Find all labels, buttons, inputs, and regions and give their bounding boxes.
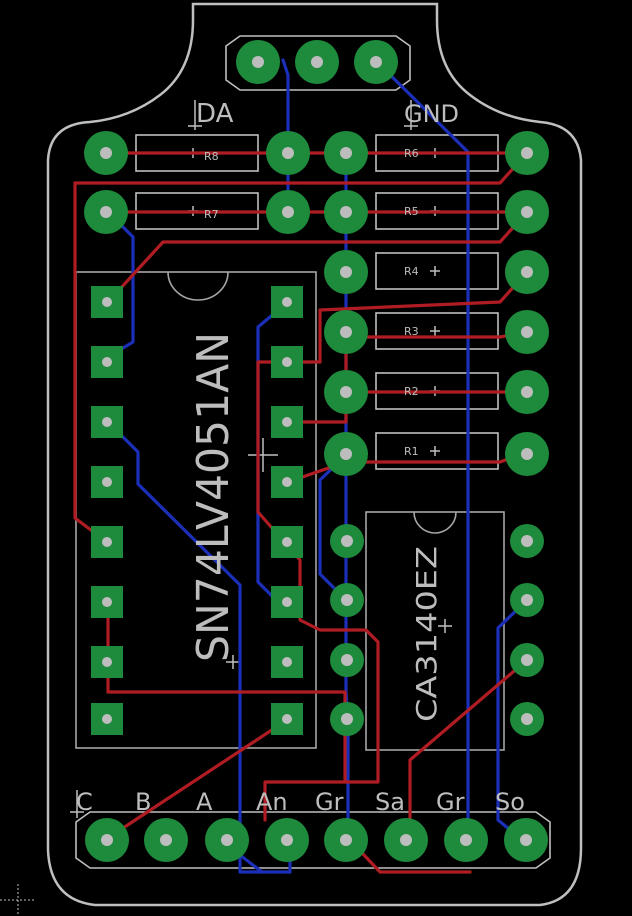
resistor-label-r5: R5 [404, 205, 419, 218]
chip-u2-notch [413, 511, 457, 534]
resistor-label-r7: R7 [204, 208, 219, 221]
resistor-label-r2: R2 [404, 385, 419, 398]
resistor-label-r3: R3 [404, 325, 419, 338]
origin-marker [0, 884, 36, 916]
chip-u2-label: CA3140EZ [410, 546, 443, 722]
connector-label-gr2: Gr [436, 788, 465, 816]
label-gnd: GND [404, 100, 459, 128]
resistor-label-r1: R1 [404, 445, 419, 458]
chip-u1-notch [167, 271, 229, 301]
resistor-label-r4: R4 [404, 265, 419, 278]
connector-label-so: So [495, 788, 525, 816]
pads [84, 40, 549, 862]
label-ticks [70, 100, 418, 818]
board-outline [46, 2, 583, 907]
connector-label-b: B [135, 788, 151, 816]
top-connector-outline [225, 35, 411, 91]
resistor-label-r8: R8 [204, 150, 219, 163]
chip-u1-label: SN74LV4051AN [188, 332, 239, 662]
resistor-bodies [135, 134, 499, 470]
connector-label-gr1: Gr [315, 788, 344, 816]
connector-label-a: A [196, 788, 213, 816]
connector-label-sa: Sa [375, 788, 405, 816]
connector-label-an: An [256, 788, 288, 816]
connector-label-c: C [76, 788, 93, 816]
label-da: DA [196, 99, 234, 129]
resistor-label-r6: R6 [404, 147, 419, 160]
bottom-connector-outline [75, 811, 551, 869]
